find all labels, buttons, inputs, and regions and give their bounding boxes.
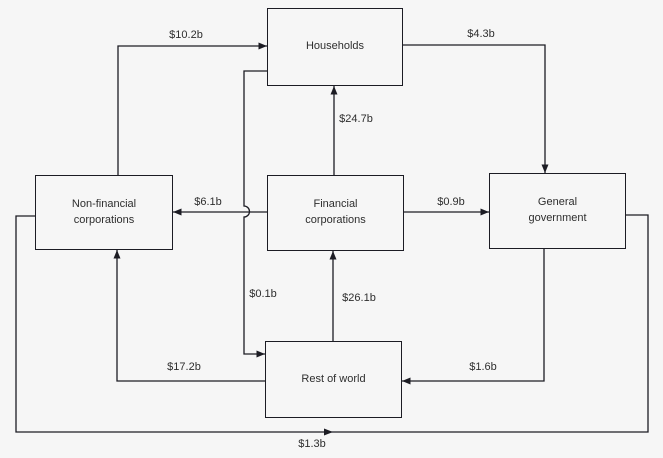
node-financial-corporations: Financial corporations (267, 175, 404, 251)
flow-amount-households-to-general-government: $4.3b (467, 28, 495, 40)
node-rest-of-world: Rest of world (265, 341, 402, 418)
node-general-government-label: General government (528, 196, 587, 224)
node-non-financial-corporations-label: Non-financial corporations (71, 197, 137, 226)
flow-amount-financial-to-general-government: $0.9b (437, 196, 465, 208)
node-households: Households (267, 8, 403, 86)
node-general-government: General government (489, 173, 626, 249)
flow-amount-general-government-to-rest-of-world: $1.6b (469, 361, 497, 373)
flow-arrowhead-nfc-to-general-government (324, 428, 333, 436)
flow-arrow-households-to-rest-of-world (243, 70, 267, 358)
flow-arrow-general-government-to-rest-of-world (402, 249, 545, 385)
flow-amount-financial-to-households: $24.7b (339, 113, 373, 125)
node-non-financial-corporations: Non-financial corporations (35, 175, 173, 250)
flow-amount-financial-to-nfc: $6.1b (194, 196, 222, 208)
flow-arrow-nfc-to-households (117, 42, 267, 175)
node-financial-corporations-label: Financial corporations (305, 198, 366, 226)
flow-amount-nfc-to-households: $10.2b (169, 29, 203, 41)
node-rest-of-world-label: Rest of world (301, 372, 366, 385)
flow-amount-households-to-rest-of-world: $0.1b (249, 288, 277, 300)
flow-amount-nfc-to-general-government: $1.3b (298, 438, 326, 450)
flow-amount-rest-of-world-to-nfc: $17.2b (167, 361, 201, 373)
flow-arrow-rest-of-world-to-nfc (113, 250, 265, 382)
flow-arrow-households-to-general-government (403, 44, 549, 173)
node-households-label: Households (305, 40, 365, 53)
flow-amount-rest-of-world-to-financial: $26.1b (342, 292, 376, 304)
